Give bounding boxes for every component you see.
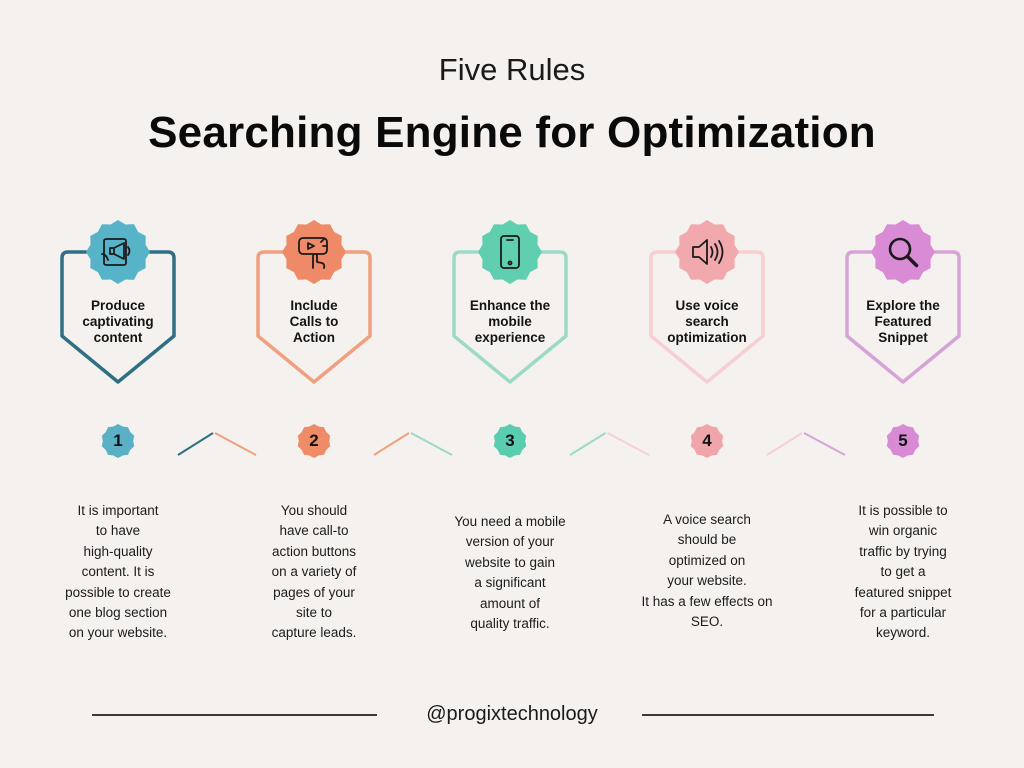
description-line: site to [295,605,333,621]
rule-label-line: optimization [667,330,747,345]
rule-frame [256,250,372,384]
rule-description-2: You should have call-to action buttons on a… [239,501,389,644]
rule-description-4: A voice search should be optimized on your … [632,510,782,632]
step-number-badge-2: 2 [297,424,331,458]
description-line: possible to create [65,584,171,600]
footer-divider-left [92,714,377,716]
description-line: You need a mobile [454,514,566,529]
rule-badge [478,220,542,284]
description-line: It is important [77,503,159,518]
rule-label-line: Use voice [675,298,739,313]
footer-divider-right [642,714,934,716]
subtitle: Five Rules [438,52,586,87]
description-line: on a variety of [271,564,357,580]
rule-badge [282,220,346,284]
rule-label-line: Include [290,298,338,313]
rule-label-line: Snippet [878,330,928,345]
description-line: your website. [667,573,747,589]
description-line: quality traffic. [470,616,550,632]
description-line: to have [95,523,141,539]
description-line: a significant [474,575,546,591]
step-number: 3 [505,431,515,450]
rule-label-line: search [685,314,729,329]
description-line: one blog section [68,605,168,621]
page-title: Searching Engine for Optimization [148,108,876,157]
step-number: 4 [702,431,712,450]
description-line: SEO. [690,614,724,630]
rule-label-line: captivating [82,314,154,329]
description-line: high-quality [83,543,153,559]
step-connector-2 [373,432,453,456]
rule-label-line: Featured [874,314,932,329]
click-video-icon [296,234,332,270]
rule-badge [86,220,150,284]
step-number-badge-1: 1 [101,424,135,458]
description-line: have call-to [279,523,349,539]
description-line: You should [280,503,348,518]
rule-label-line: Enhance the [469,298,551,313]
step-number: 5 [898,431,908,450]
step-number-badge-3: 3 [493,424,527,458]
rule-label-line: mobile [488,314,532,329]
description-line: should be [677,532,737,548]
step-number-badge-4: 4 [690,424,724,458]
rule-label-line: Explore the [866,298,940,313]
step-connector-1 [177,432,257,456]
description-line: optimized on [668,552,746,568]
description-line: capture leads. [271,625,357,641]
footer-handle: @progixtechnology [426,703,598,725]
rule-badge [675,220,739,284]
rule-label-line: Produce [90,298,145,313]
step-connector-3 [569,432,650,456]
description-line: on your website. [68,625,168,641]
description-line: keyword. [875,625,931,641]
rule-frame [845,250,961,384]
rule-label-line: content [93,330,143,345]
rule-label-line: experience [474,330,546,345]
rule-frame [649,250,765,384]
description-line: win organic [868,523,938,539]
magnifier-icon [885,234,921,270]
rule-description-3: You need a mobile version of your website … [435,512,585,634]
step-connector-4 [766,432,846,456]
rule-label-line: Action [293,330,335,345]
description-line: to get a [880,564,926,580]
megaphone-tablet-icon [100,234,136,270]
smartphone-icon [492,234,528,270]
description-line: amount of [479,595,541,611]
step-number: 1 [113,431,123,450]
rule-label-line: Calls to [289,314,339,329]
step-number-badge-5: 5 [886,424,920,458]
description-line: traffic by trying [859,543,947,559]
description-line: pages of your [273,584,355,600]
rule-frame [60,250,176,384]
rule-description-5: It is possible to win organic traffic by t… [828,501,978,644]
step-number: 2 [309,431,319,450]
description-line: action buttons [271,543,357,559]
speaker-icon [689,234,725,270]
rule-badge [871,220,935,284]
description-line: A voice search [663,512,751,527]
description-line: for a particular [859,605,947,621]
description-line: featured snippet [854,584,952,600]
description-line: It has a few effects on [641,593,773,609]
description-line: website to gain [464,554,556,570]
description-line: It is possible to [858,503,948,518]
description-line: version of your [465,534,555,550]
rule-frame [452,250,568,384]
rule-description-1: It is important to have high-quality conten… [43,501,193,644]
description-line: content. It is [81,564,155,580]
